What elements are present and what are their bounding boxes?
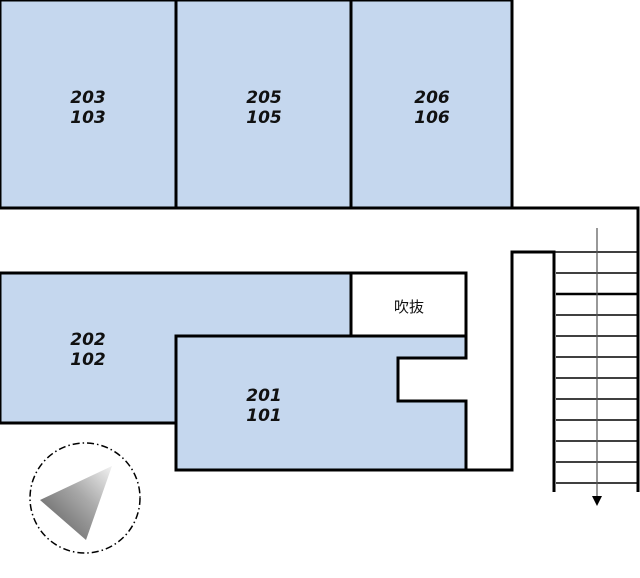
unit-upper-number: 206 bbox=[414, 88, 450, 108]
unit-202-label: 202 102 bbox=[70, 330, 106, 370]
unit-upper-number: 201 bbox=[246, 386, 282, 406]
unit-203-label: 203 103 bbox=[70, 88, 106, 128]
unit-upper-number: 202 bbox=[70, 330, 106, 350]
walkway-outline bbox=[466, 250, 556, 492]
unit-upper-number: 203 bbox=[70, 88, 106, 108]
unit-203-room bbox=[0, 0, 178, 210]
north-arrow-icon bbox=[29, 442, 141, 554]
unit-206-room bbox=[349, 0, 514, 210]
staircase bbox=[554, 251, 638, 484]
void-area bbox=[349, 271, 468, 338]
unit-lower-number: 102 bbox=[70, 350, 106, 370]
compass-pointer bbox=[40, 466, 112, 540]
unit-201-label: 201 101 bbox=[246, 386, 282, 426]
unit-201-room bbox=[174, 334, 468, 472]
unit-lower-number: 101 bbox=[246, 406, 282, 426]
unit-upper-number: 205 bbox=[246, 88, 282, 108]
compass-ring bbox=[29, 442, 141, 554]
void-label: 吹抜 bbox=[394, 298, 424, 316]
unit-205-label: 205 105 bbox=[246, 88, 282, 128]
unit-206-label: 206 106 bbox=[414, 88, 450, 128]
unit-205-room bbox=[174, 0, 353, 210]
unit-lower-number: 106 bbox=[414, 108, 450, 128]
unit-lower-number: 103 bbox=[70, 108, 106, 128]
unit-lower-number: 105 bbox=[246, 108, 282, 128]
stair-arrow-icon bbox=[592, 496, 602, 506]
